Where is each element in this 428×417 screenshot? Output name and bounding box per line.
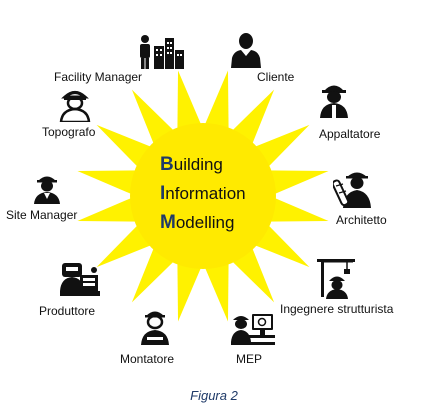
label-cliente: Cliente [257,70,295,84]
site-manager-icon [34,176,60,204]
word-modelling: odelling [175,213,235,232]
bim-line-building: Building [160,150,246,179]
crane-engineer-icon [317,259,355,299]
label-facility-manager: Facility Manager [54,70,143,84]
sun-ray [77,170,141,196]
label-mep: MEP [236,352,263,366]
initial-m: M [160,212,176,233]
initial-b: B [160,154,174,175]
label-ingegnere-strutturista: Ingegnere strutturista [280,302,394,316]
bim-line-information: Information [160,179,246,208]
initial-i: I [160,183,166,204]
welder-icon [60,263,100,296]
figure-caption: Figura 2 [190,388,238,403]
architect-icon [333,172,371,208]
sun-ray [203,258,229,322]
label-site-manager: Site Manager [6,208,78,222]
sun-ray [177,258,203,322]
bim-title: Building Information Modelling [160,150,246,237]
label-appaltatore: Appaltatore [319,127,381,141]
sun-core [130,123,276,269]
sun-ray [265,196,329,222]
surveyor-icon [59,91,91,122]
label-produttore: Produttore [39,304,96,318]
label-topografo: Topografo [42,125,96,139]
label-montatore: Montatore [120,352,175,366]
sun-ray [203,70,229,134]
businessman-icon [231,33,261,68]
word-building: uilding [173,155,223,174]
sun-ray [77,196,141,222]
hardhat-worker-icon [320,85,348,118]
sun-ray [265,170,329,196]
word-information: nformation [165,184,246,203]
bim-line-modelling: Modelling [160,208,246,237]
person-building-icon [140,35,184,69]
sun-ray [177,70,203,134]
installer-icon [141,311,169,345]
label-architetto: Architetto [336,213,387,227]
computer-operator-icon [231,314,275,345]
